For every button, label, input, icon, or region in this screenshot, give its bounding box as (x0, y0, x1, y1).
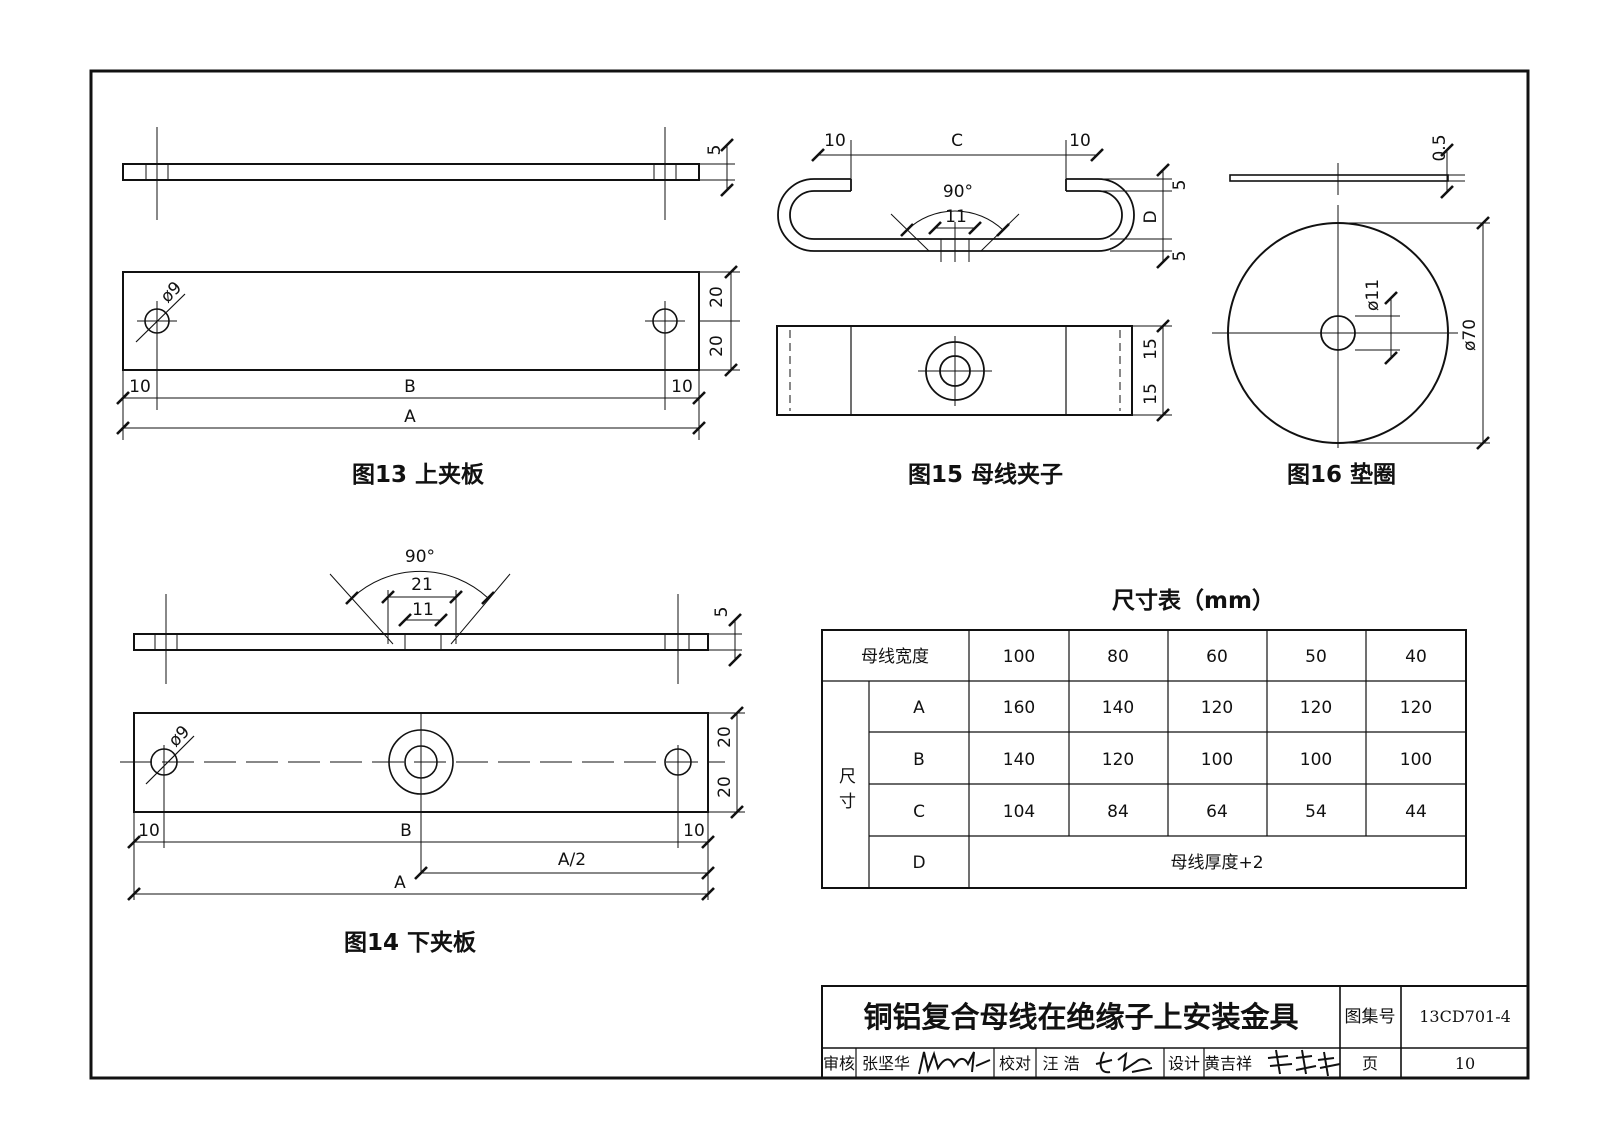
designer-signature (1267, 1049, 1341, 1077)
fig15-dim-bore: 11 (945, 207, 967, 227)
fig14-dim-hole: ø9 (165, 722, 194, 751)
fig13-dim-pitch-bottom: 20 (707, 335, 727, 357)
page-number: 10 (1455, 1054, 1475, 1073)
fig13-caption: 图13 上夹板 (352, 462, 485, 488)
fig16-dim-thickness: 0.5 (1430, 134, 1450, 161)
fig15-labels: 10 C 10 90° 11 5 D 5 15 15 图15 母线夹子 (824, 131, 1190, 488)
table-cell: 140 (1003, 750, 1035, 770)
fig16-labels: 0.5 ø11 ø70 图16 垫圈 (1287, 134, 1480, 488)
reviewer-signature (918, 1050, 991, 1075)
table-header-label: 母线宽度 (861, 647, 929, 667)
fig14-dim-span-a: A (394, 873, 406, 893)
table-header-width: 50 (1305, 647, 1327, 667)
fig14-dim-half-a: A/2 (558, 850, 586, 870)
fig14-dim-angle: 90° (405, 547, 435, 567)
fig14-dim-thickness: 5 (712, 607, 732, 618)
fig15-dim-lip-left: 10 (824, 131, 846, 151)
check-label: 校对 (999, 1054, 1031, 1073)
title-block: 铜铝复合母线在绝缘子上安装金具 图集号 13CD701-4 审核 张坚华 校对 … (821, 985, 1529, 1079)
fig14-dim-edge-left: 10 (138, 821, 160, 841)
fig15-busbar-clip (776, 140, 1172, 422)
table-row-name: C (913, 802, 925, 822)
checker-name: 汪 浩 (1042, 1054, 1079, 1073)
fig13-dim-pitch-top: 20 (707, 286, 727, 308)
table-row-name: A (913, 698, 925, 718)
fig13-dim-span-b: B (404, 377, 416, 397)
fig14-dim-pitch-bottom: 20 (715, 776, 735, 798)
fig16-dim-outer: ø70 (1460, 319, 1480, 351)
fig13-dim-span-a: A (404, 407, 416, 427)
fig13-dim-edge-right: 10 (671, 377, 693, 397)
fig14-lower-clamp-plate (120, 570, 745, 901)
design-label: 设计 (1168, 1054, 1200, 1073)
table-group-label: 尺寸 (835, 767, 856, 817)
drawing-title: 铜铝复合母线在绝缘子上安装金具 (863, 1000, 1298, 1034)
table-cell: 54 (1305, 802, 1327, 822)
fig14-dim-bore: 11 (412, 600, 434, 620)
table-cell: 120 (1201, 698, 1233, 718)
fig14-labels: 90° 21 11 5 ø9 20 20 10 B 10 A/2 A 图14 下… (138, 547, 735, 956)
table-cell: 84 (1107, 802, 1129, 822)
fig14-dim-edge-right: 10 (683, 821, 705, 841)
table-cell: 120 (1300, 698, 1332, 718)
fig15-caption: 图15 母线夹子 (908, 461, 1063, 488)
table-cell: 44 (1405, 802, 1427, 822)
fig16-caption: 图16 垫圈 (1287, 462, 1396, 488)
table-header-width: 100 (1003, 647, 1035, 667)
fig15-dim-half-bottom: 15 (1141, 383, 1161, 405)
table-cell: 140 (1102, 698, 1134, 718)
sheet-frame (89, 69, 1530, 1080)
fig16-washer (1212, 143, 1490, 450)
checker-signature (1095, 1051, 1153, 1074)
table-row-name: B (913, 750, 925, 770)
atlas-number: 13CD701-4 (1419, 1007, 1511, 1026)
fig13-dim-edge-left: 10 (129, 377, 151, 397)
fig14-caption: 图14 下夹板 (344, 930, 477, 956)
page-label: 页 (1362, 1054, 1378, 1073)
table-cell-d: 母线厚度+2 (1170, 853, 1263, 873)
table-cell: 120 (1400, 698, 1432, 718)
table-cell: 120 (1102, 750, 1134, 770)
fig15-dim-half-top: 15 (1141, 338, 1161, 360)
table-header-width: 60 (1206, 647, 1228, 667)
table-cell: 100 (1300, 750, 1332, 770)
fig13-dim-hole: ø9 (157, 278, 186, 307)
size-table-title: 尺寸表（mm） (1112, 587, 1275, 614)
fig13-labels: 5 ø9 20 20 10 B 10 A 图13 上夹板 (129, 145, 727, 488)
table-cell: 104 (1003, 802, 1035, 822)
size-table: 尺寸表（mm） 母线宽度 100 80 60 50 40 尺寸 A 160 14… (821, 587, 1467, 889)
fig15-dim-angle: 90° (943, 182, 973, 202)
table-cell: 160 (1003, 698, 1035, 718)
fig16-dim-bore: ø11 (1363, 279, 1383, 311)
fig15-dim-thk-bottom: 5 (1170, 251, 1190, 262)
table-cell: 100 (1400, 750, 1432, 770)
fig14-dim-pitch-top: 20 (715, 726, 735, 748)
table-cell: 100 (1201, 750, 1233, 770)
fig14-dim-counterbore: 21 (411, 575, 433, 595)
fig14-dim-span-b: B (400, 821, 412, 841)
table-header-width: 80 (1107, 647, 1129, 667)
fig15-dim-span-c: C (951, 131, 963, 151)
fig13-upper-clamp-plate (116, 127, 740, 440)
fig13-dim-thickness: 5 (705, 145, 725, 156)
reviewer-name: 张坚华 (862, 1054, 910, 1073)
table-cell: 64 (1206, 802, 1228, 822)
fig15-dim-lip-right: 10 (1069, 131, 1091, 151)
atlas-label: 图集号 (1345, 1007, 1396, 1027)
table-header-width: 40 (1405, 647, 1427, 667)
table-row-name: D (912, 853, 925, 873)
fig15-dim-gap-d: D (1141, 210, 1161, 223)
designer-name: 黄吉祥 (1204, 1054, 1252, 1073)
review-label: 审核 (823, 1054, 855, 1073)
fig15-dim-thk-top: 5 (1170, 180, 1190, 191)
